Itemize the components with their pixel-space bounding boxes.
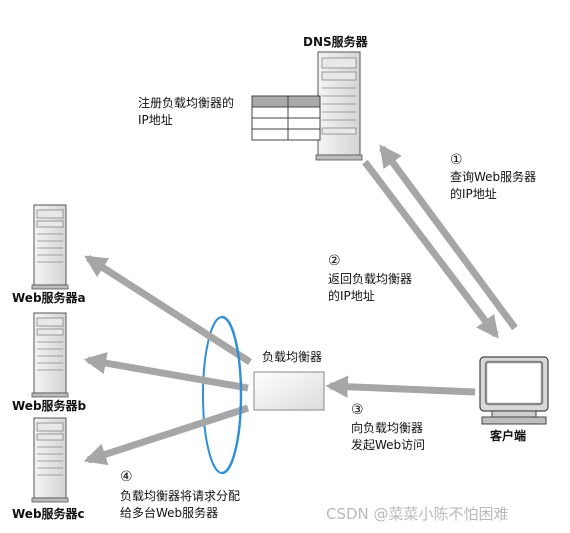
step1-line2: 的IP地址 xyxy=(450,187,497,201)
arrow-client-to-balancer xyxy=(325,375,476,398)
step4-line2: 给多台Web服务器 xyxy=(120,506,219,520)
client-computer-icon xyxy=(479,356,549,425)
arrow-to-server-a xyxy=(84,255,252,365)
arrow-dns-query xyxy=(379,144,518,331)
web-server-c-icon xyxy=(31,417,69,503)
arrow-to-server-c xyxy=(83,404,250,466)
step3-line1: 向负载均衡器 xyxy=(351,421,424,435)
dns-note-line1: 注册负载均衡器的 xyxy=(138,96,235,110)
arrow-dns-response xyxy=(362,159,499,339)
dns-note-line2: IP地址 xyxy=(138,113,173,127)
client-label: 客户端 xyxy=(490,429,527,443)
balancer-ring-front xyxy=(221,315,243,475)
load-balancer-box xyxy=(253,371,325,411)
web-server-b-icon xyxy=(31,312,69,398)
step4-number: ④ xyxy=(120,469,133,485)
web-server-a-label: Web服务器a xyxy=(12,291,86,305)
load-balancer-label: 负载均衡器 xyxy=(262,350,323,364)
step2-line1: 返回负载均衡器 xyxy=(328,272,413,286)
dns-registry-table xyxy=(251,95,321,141)
web-server-a-icon xyxy=(31,204,69,290)
web-server-c-label: Web服务器c xyxy=(12,507,85,521)
step4-line1: 负载均衡器将请求分配 xyxy=(120,489,241,503)
step1-number: ① xyxy=(450,152,463,168)
dns-server-title: DNS服务器 xyxy=(303,35,368,49)
step2-number: ② xyxy=(328,253,341,269)
dns-server-icon xyxy=(315,51,363,161)
step3-line2: 发起Web访问 xyxy=(351,438,426,452)
step2-line2: 的IP地址 xyxy=(328,289,375,303)
arrow-to-server-b xyxy=(83,352,249,392)
web-server-b-label: Web服务器b xyxy=(12,399,87,413)
watermark: CSDN @菜菜小陈不怕困难 xyxy=(326,505,509,523)
step1-line1: 查询Web服务器 xyxy=(450,170,537,184)
step3-number: ③ xyxy=(351,402,364,418)
